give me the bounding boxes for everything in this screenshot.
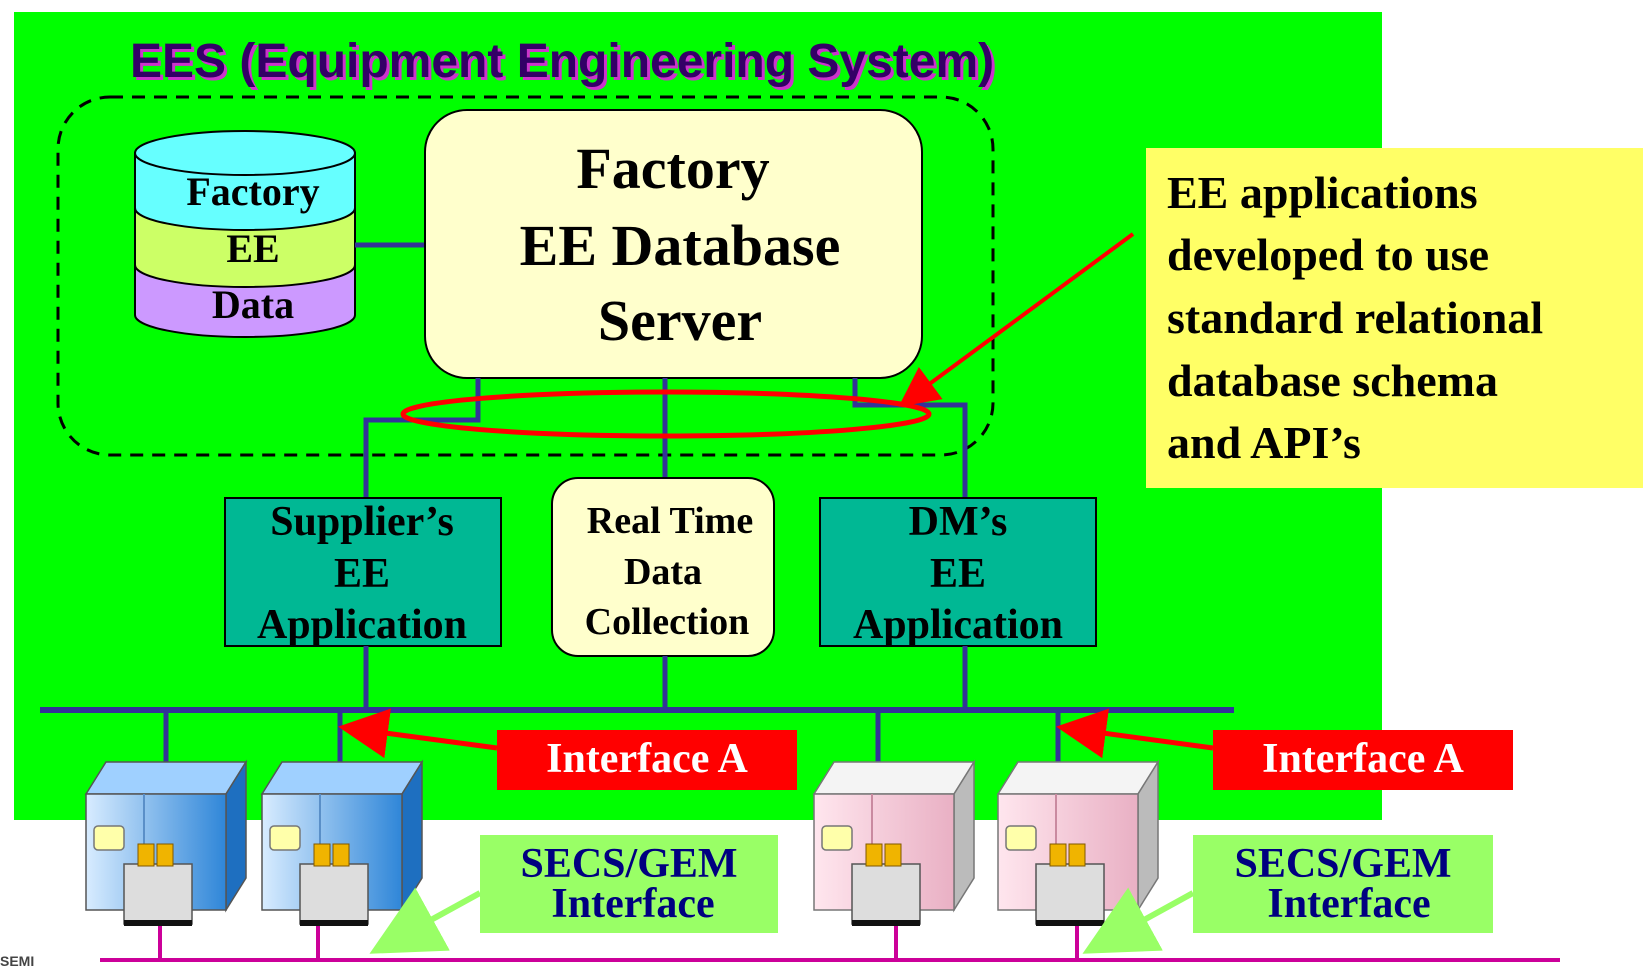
- secs-gem-right-line-1: SECS/GEM: [1234, 841, 1451, 887]
- equipment-tool-2: [260, 759, 424, 926]
- interface-a-right-text: Interface A: [1262, 736, 1464, 782]
- page-title: EES (Equipment Engineering System): [130, 35, 994, 88]
- dm-label-3: Application: [853, 602, 1063, 648]
- factory-ee-region: [56, 95, 995, 457]
- dm-ee-application: [819, 497, 1097, 647]
- equipment-tool-3: [812, 759, 976, 926]
- ee-applications-callout: [1146, 148, 1643, 488]
- database-label-2: EE: [226, 226, 279, 271]
- interface-a-left-label: [497, 730, 797, 790]
- interface-a-right-arrow: [1056, 708, 1214, 759]
- callout-line-3: standard relational: [1167, 292, 1543, 343]
- secs-gem-left-arrow: [369, 887, 482, 954]
- server-label-2: EE Database: [520, 213, 841, 278]
- callout-line-4: database schema: [1167, 355, 1498, 406]
- server-label-3: Server: [598, 288, 762, 353]
- secs-gem-right-arrow: [1082, 887, 1195, 954]
- secs-gem-left-line-2: Interface: [551, 881, 714, 927]
- realtime-label-2: Data: [624, 551, 702, 593]
- semi-logo: SEMI: [0, 953, 34, 966]
- app-bus-links: [363, 646, 968, 710]
- server-label-1: Factory: [576, 136, 769, 201]
- database-label-3: Data: [212, 282, 294, 327]
- dm-label-2: EE: [930, 551, 986, 597]
- supplier-label-3: Application: [257, 602, 467, 648]
- title-shadow: EES (Equipment Engineering System): [133, 38, 997, 91]
- ee-database-server: [424, 109, 923, 379]
- callout-line-5: and API’s: [1167, 417, 1361, 468]
- callout-arrow: [898, 232, 1135, 407]
- api-highlight-ellipse: [400, 389, 932, 439]
- realtime-label-1: Real Time: [587, 500, 753, 542]
- secs-gem-right-label: [1193, 835, 1493, 933]
- callout-line-1: EE applications: [1167, 167, 1478, 218]
- equipment-tool-4: [996, 759, 1160, 926]
- database-label-1: Factory: [186, 169, 319, 214]
- interface-a-right-label: [1213, 730, 1513, 790]
- callout-line-2: developed to use: [1167, 229, 1489, 280]
- interface-a-left-text: Interface A: [546, 736, 748, 782]
- dm-label-1: DM’s: [909, 499, 1008, 545]
- interface-a-left-arrow: [338, 708, 498, 759]
- secs-gem-left-label: [480, 835, 778, 933]
- realtime-label-3: Collection: [585, 601, 750, 643]
- equipment-tool-1: [84, 759, 248, 926]
- factory-ee-data-cylinder: [134, 130, 356, 338]
- secs-drops: [158, 926, 1079, 960]
- secs-gem-left-line-1: SECS/GEM: [520, 841, 737, 887]
- secs-gem-right-line-2: Interface: [1267, 881, 1430, 927]
- supplier-ee-application: [224, 497, 502, 647]
- supplier-label-1: Supplier’s: [270, 499, 454, 545]
- supplier-label-2: EE: [334, 551, 390, 597]
